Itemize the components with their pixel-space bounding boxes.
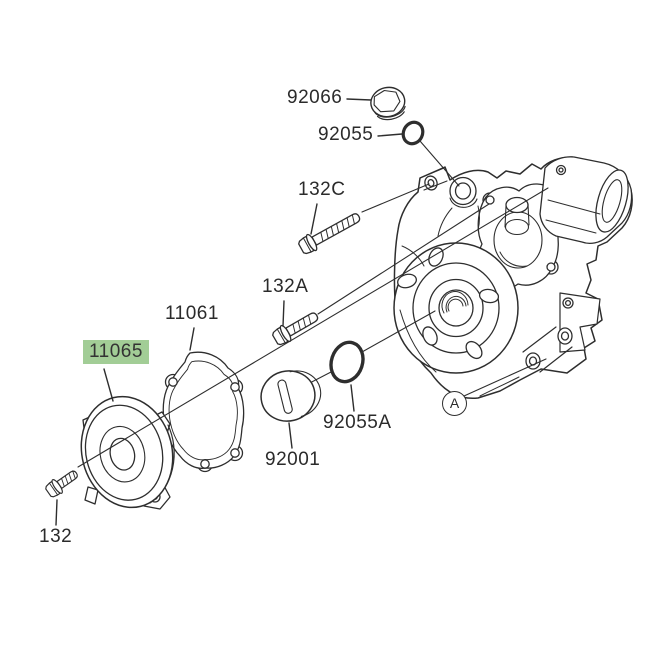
engine-case-illustration xyxy=(393,156,633,400)
cap-illustration xyxy=(260,370,322,422)
part-label-11061: 11061 xyxy=(165,303,219,324)
bolt-132-illustration xyxy=(45,470,78,498)
label-leader-lines xyxy=(55,98,403,526)
bolt-132a-illustration xyxy=(272,312,319,346)
part-label-92066: 92066 xyxy=(287,87,343,108)
part-label-11065-highlighted: 11065 xyxy=(83,340,149,364)
part-label-132a: 132A xyxy=(262,276,309,297)
part-label-92055a: 92055A xyxy=(323,412,392,433)
part-label-132c: 132C xyxy=(298,179,346,200)
oring-large-illustration xyxy=(329,340,365,384)
bolt-132c-illustration xyxy=(298,213,361,255)
plug-illustration xyxy=(370,86,406,121)
part-label-92055: 92055 xyxy=(318,124,374,145)
gasket-illustration xyxy=(162,351,245,473)
part-label-92001: 92001 xyxy=(265,449,321,470)
part-label-132: 132 xyxy=(39,526,73,547)
callout-a-badge: A xyxy=(442,391,467,416)
exploded-axis-lines xyxy=(77,187,549,468)
oring-small-illustration xyxy=(401,120,425,146)
